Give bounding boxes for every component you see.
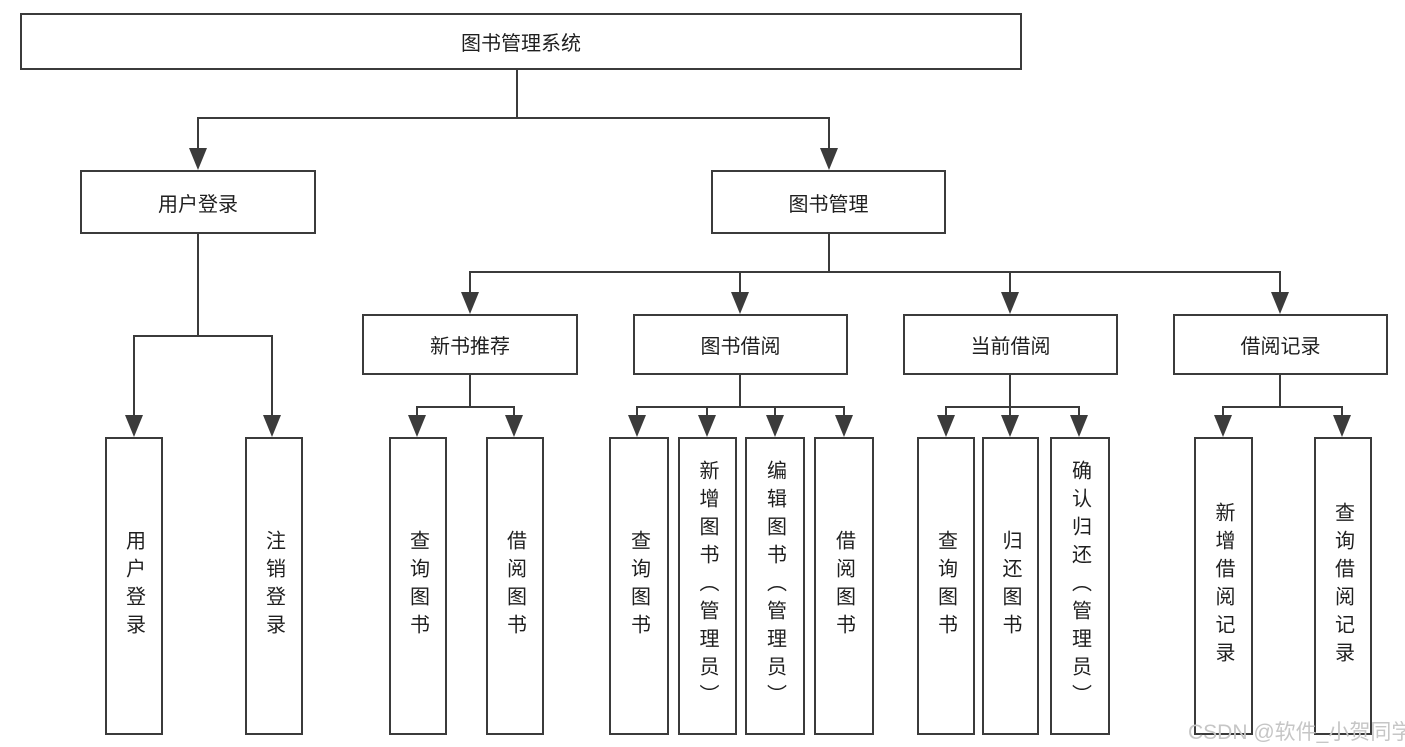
arrow-book-borrow — [731, 292, 749, 314]
node-query-borrow-record: 查询借阅记录 — [1314, 437, 1372, 735]
connector-current-branch — [945, 406, 1080, 408]
connector-recommend-trunk — [469, 375, 471, 408]
arrow-user-login — [189, 148, 207, 170]
connector-drop-current-return — [1009, 406, 1011, 417]
node-book-borrowing-label: 图书借阅 — [700, 336, 781, 358]
connector-root-trunk — [516, 70, 518, 118]
node-current-borrowing: 当前借阅 — [903, 314, 1118, 375]
connector-recommend-branch — [416, 406, 515, 408]
node-recommend-borrow-books: 借阅图书 — [486, 437, 544, 735]
connector-drop-records-query — [1341, 406, 1343, 417]
node-current-borrowing-label: 当前借阅 — [970, 336, 1051, 358]
node-edit-book-admin: 编辑图书（管理员） — [745, 437, 805, 735]
arrow-current-confirm — [1070, 415, 1088, 437]
node-borrowing-query-books: 查询图书 — [609, 437, 669, 735]
node-query-borrow-record-label: 查询借阅记录 — [1331, 502, 1354, 670]
arrow-current-query — [937, 415, 955, 437]
connector-drop-borrowing-borrow — [843, 406, 845, 417]
node-user-login-leaf-label: 用户登录 — [122, 530, 145, 642]
connector-root-branch — [198, 117, 830, 119]
connector-user-login-branch — [133, 335, 273, 337]
node-current-query-books-label: 查询图书 — [934, 530, 957, 642]
connector-drop-borrow-record — [1279, 271, 1281, 294]
node-confirm-return-admin-label: 确认归还（管理员） — [1068, 460, 1091, 712]
node-new-book-recommend: 新书推荐 — [362, 314, 578, 375]
connector-borrowing-branch — [636, 406, 845, 408]
connector-drop-new-book — [469, 271, 471, 294]
node-logout-label: 注销登录 — [262, 530, 285, 642]
connector-drop-user-login — [197, 117, 199, 151]
node-user-login-label: 用户登录 — [158, 193, 238, 216]
connector-drop-current-borrow — [1009, 271, 1011, 294]
connector-drop-current-query — [945, 406, 947, 417]
node-recommend-borrow-books-label: 借阅图书 — [503, 530, 526, 642]
node-book-management-label: 图书管理 — [788, 193, 869, 216]
connector-current-trunk — [1009, 375, 1011, 408]
arrow-new-book — [461, 292, 479, 314]
arrow-borrowing-add — [698, 415, 716, 437]
connector-drop-records-add — [1222, 406, 1224, 417]
connector-drop-book-mgmt — [828, 117, 830, 151]
node-root-label: 图书管理系统 — [461, 33, 581, 55]
node-borrowing-borrow-books: 借阅图书 — [814, 437, 874, 735]
node-logout: 注销登录 — [245, 437, 303, 735]
node-current-query-books: 查询图书 — [917, 437, 975, 735]
connector-user-login-trunk — [197, 234, 199, 337]
arrow-recommend-borrow — [505, 415, 523, 437]
node-recommend-query-books: 查询图书 — [389, 437, 447, 735]
connector-drop-recommend-query — [416, 406, 418, 417]
node-borrowing-records-label: 借阅记录 — [1240, 336, 1321, 358]
connector-book-mgmt-branch — [469, 271, 1281, 273]
node-add-book-admin: 新增图书（管理员） — [678, 437, 737, 735]
node-return-books-label: 归还图书 — [999, 530, 1021, 642]
arrow-records-query — [1333, 415, 1351, 437]
arrow-borrowing-edit — [766, 415, 784, 437]
node-return-books: 归还图书 — [982, 437, 1039, 735]
csdn-watermark: CSDN @软件_小贺同学 — [1188, 721, 1405, 744]
connector-drop-borrowing-edit — [774, 406, 776, 417]
arrow-current-borrow — [1001, 292, 1019, 314]
node-recommend-query-books-label: 查询图书 — [406, 530, 429, 642]
arrow-current-return — [1001, 415, 1019, 437]
connector-drop-current-confirm — [1078, 406, 1080, 417]
connector-drop-borrowing-query — [636, 406, 638, 417]
connector-records-trunk — [1279, 375, 1281, 408]
arrow-logout-leaf — [263, 415, 281, 437]
connector-borrowing-trunk — [739, 375, 741, 408]
node-borrowing-borrow-books-label: 借阅图书 — [832, 530, 855, 642]
node-root-library-system: 图书管理系统 — [20, 13, 1022, 70]
connector-drop-book-borrow — [739, 271, 741, 294]
node-user-login: 用户登录 — [80, 170, 316, 234]
connector-drop-login-leaf — [133, 335, 135, 417]
node-confirm-return-admin: 确认归还（管理员） — [1050, 437, 1110, 735]
connector-drop-recommend-borrow — [513, 406, 515, 417]
node-edit-book-admin-label: 编辑图书（管理员） — [763, 460, 786, 712]
connector-book-mgmt-trunk — [828, 234, 830, 273]
connector-drop-borrowing-add — [706, 406, 708, 417]
node-new-book-recommend-label: 新书推荐 — [430, 336, 510, 358]
arrow-recommend-query — [408, 415, 426, 437]
node-book-management: 图书管理 — [711, 170, 946, 234]
node-borrowing-records: 借阅记录 — [1173, 314, 1388, 375]
arrow-book-mgmt — [820, 148, 838, 170]
arrow-borrowing-borrow — [835, 415, 853, 437]
node-add-borrow-record-label: 新增借阅记录 — [1212, 502, 1234, 670]
node-book-borrowing: 图书借阅 — [633, 314, 848, 375]
node-add-borrow-record: 新增借阅记录 — [1194, 437, 1253, 735]
connector-drop-logout-leaf — [271, 335, 273, 417]
node-borrowing-query-books-label: 查询图书 — [627, 530, 650, 642]
arrow-borrowing-query — [628, 415, 646, 437]
node-user-login-leaf: 用户登录 — [105, 437, 163, 735]
arrow-records-add — [1214, 415, 1232, 437]
arrow-login-leaf — [125, 415, 143, 437]
node-add-book-admin-label: 新增图书（管理员） — [696, 460, 718, 712]
arrow-borrow-record — [1271, 292, 1289, 314]
connector-records-branch — [1222, 406, 1343, 408]
